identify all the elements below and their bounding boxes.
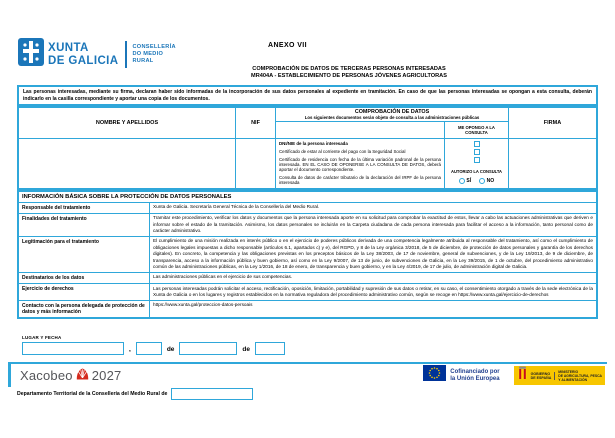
month-input[interactable] <box>179 342 238 355</box>
place-input[interactable] <box>22 342 124 355</box>
eu-flag-icon <box>423 365 447 386</box>
intro-note: Las personas interesadas, mediante su fi… <box>17 85 598 107</box>
footer-logo-band: Xacobeo 2027 <box>8 362 607 387</box>
privacy-row-value: https://www.xunta.gal/proteccion-datos-p… <box>149 300 596 318</box>
privacy-row-label: Destinatarios de los datos <box>22 274 85 281</box>
xacobeo-wordmark: Xacobeo <box>20 368 73 383</box>
brand-department: CONSELLERÍA DO MEDIO RURAL <box>132 44 176 64</box>
authorize-no-label: NO <box>486 177 495 184</box>
oppose-checkbox-2[interactable] <box>473 149 480 155</box>
addressee-input[interactable] <box>171 388 254 400</box>
table-row: Legitimación para el tratamiento El cump… <box>19 236 596 273</box>
addressee-text: Departamento Territorial de la Conseller… <box>17 391 168 397</box>
name-input-cell[interactable] <box>19 139 235 188</box>
spain-government-logo: GOBIERNO DE ESPAÑA MINISTERIO DE AGRICUL… <box>513 366 605 385</box>
brand-name: XUNTA DE GALICIA <box>48 42 119 67</box>
privacy-row-label: Responsable del tratamiento <box>22 204 91 211</box>
day-input[interactable] <box>135 342 162 355</box>
addressee-line: Departamento Territorial de la Conseller… <box>17 388 254 400</box>
check-title: COMPROBACIÓN DE DATOS <box>354 109 430 115</box>
document-item: Certificado de estar al corriente del pa… <box>279 148 406 154</box>
authorize-label: AUTORIZO LA CONSULTA <box>450 169 502 174</box>
check-subtitle: Los siguientes documentos serán objeto d… <box>276 115 508 122</box>
col-header-oppose: ME OPONGO A LA CONSULTA <box>444 122 508 138</box>
oppose-checkbox-1[interactable] <box>473 141 480 147</box>
form-title-line2: MR404A - ESTABLECIMIENTO DE PERSONAS JÓV… <box>251 73 447 80</box>
place-date-block: LUGAR Y FECHA , de de <box>22 335 285 355</box>
verification-table: NOMBRE Y APELLIDOS NIF COMPROBACIÓN DE D… <box>17 106 598 190</box>
privacy-row-value: Tramitar este procedimiento, verificar l… <box>149 213 596 236</box>
privacy-row-label: Contacto con la persona delegada de prot… <box>22 302 145 316</box>
comma-separator: , <box>129 346 131 353</box>
privacy-row-value: El cumplimiento de una misión realizada … <box>149 236 596 272</box>
authorize-yes-radio[interactable] <box>458 177 465 184</box>
privacy-table: INFORMACIÓN BÁSICA SOBRE LA PROTECCIÓN D… <box>17 190 598 320</box>
document-item: Consulta de datos de carácter tributario… <box>279 174 441 186</box>
privacy-row-label: Finalidades del tratamiento <box>22 215 87 222</box>
nif-input-cell[interactable] <box>235 139 275 188</box>
signature-cell[interactable] <box>508 139 596 188</box>
form-title: COMPROBACIÓN DE DATOS DE TERCERAS PERSON… <box>95 66 603 80</box>
spain-government-text: GOBIERNO DE ESPAÑA <box>531 371 556 380</box>
xacobeo-year: 2027 <box>91 368 122 383</box>
xunta-logo: XUNTA DE GALICIA CONSELLERÍA DO MEDIO RU… <box>18 38 176 71</box>
eu-cofinancing-text: Cofinanciado por la Unión Europea <box>450 368 500 382</box>
year-input[interactable] <box>255 342 285 355</box>
xunta-cross-icon <box>18 38 44 71</box>
annex-title: ANEXO VII <box>268 42 307 49</box>
xacobeo-logo: Xacobeo 2027 <box>20 368 121 383</box>
privacy-title: INFORMACIÓN BÁSICA SOBRE LA PROTECCIÓN D… <box>19 192 596 203</box>
oppose-checkbox-3[interactable] <box>473 157 480 163</box>
authorize-no-radio[interactable] <box>479 177 486 184</box>
table-row: Responsable del tratamiento Xunta de Gal… <box>19 202 596 214</box>
privacy-row-value: Las administraciones públicas en el ejer… <box>149 272 596 284</box>
col-header-check: COMPROBACIÓN DE DATOS Los siguientes doc… <box>275 108 508 138</box>
spain-ministry-text: MINISTERIO DE AGRICULTURA, PESCA Y ALIME… <box>558 369 602 382</box>
table-row: Finalidades del tratamiento Tramitar est… <box>19 213 596 237</box>
place-date-label: LUGAR Y FECHA <box>22 335 62 340</box>
privacy-row-label: Legitimación para el tratamiento <box>22 238 99 245</box>
eu-cofinancing-logo: Cofinanciado por la Unión Europea <box>423 365 500 386</box>
document-item: Certificado de residencia con fecha de l… <box>279 156 441 173</box>
check-spacer <box>276 122 444 138</box>
table-row: Contacto con la persona delegada de prot… <box>19 300 596 318</box>
table-row: Destinatarios de los datos Las administr… <box>19 272 596 285</box>
documents-cell: DNI/NIE de la persona interesada Certifi… <box>275 139 508 188</box>
col-header-name: NOMBRE Y APELLIDOS <box>95 120 159 126</box>
privacy-row-value: Xunta de Galicia. Secretaría General Téc… <box>149 202 596 213</box>
authorize-yes-label: SÍ <box>466 177 472 184</box>
col-header-signature: FIRMA <box>508 108 596 138</box>
de-separator: de <box>166 346 175 353</box>
table-row: Ejercicio de derechos Las personas inter… <box>19 284 596 301</box>
document-item: DNI/NIE de la persona interesada <box>279 141 348 146</box>
de-separator: de <box>242 346 250 353</box>
brand-divider <box>125 41 128 68</box>
privacy-row-value: Las personas interesadas podrán solicita… <box>149 284 596 300</box>
oppose-column: AUTORIZO LA CONSULTA SÍ NO <box>444 139 508 188</box>
scallop-shell-icon <box>76 368 89 383</box>
spain-crest-icon <box>517 366 528 385</box>
privacy-row-label: Ejercicio de derechos <box>22 286 74 293</box>
form-title-line1: COMPROBACIÓN DE DATOS DE TERCERAS PERSON… <box>252 66 446 72</box>
col-header-nif: NIF <box>235 108 275 138</box>
